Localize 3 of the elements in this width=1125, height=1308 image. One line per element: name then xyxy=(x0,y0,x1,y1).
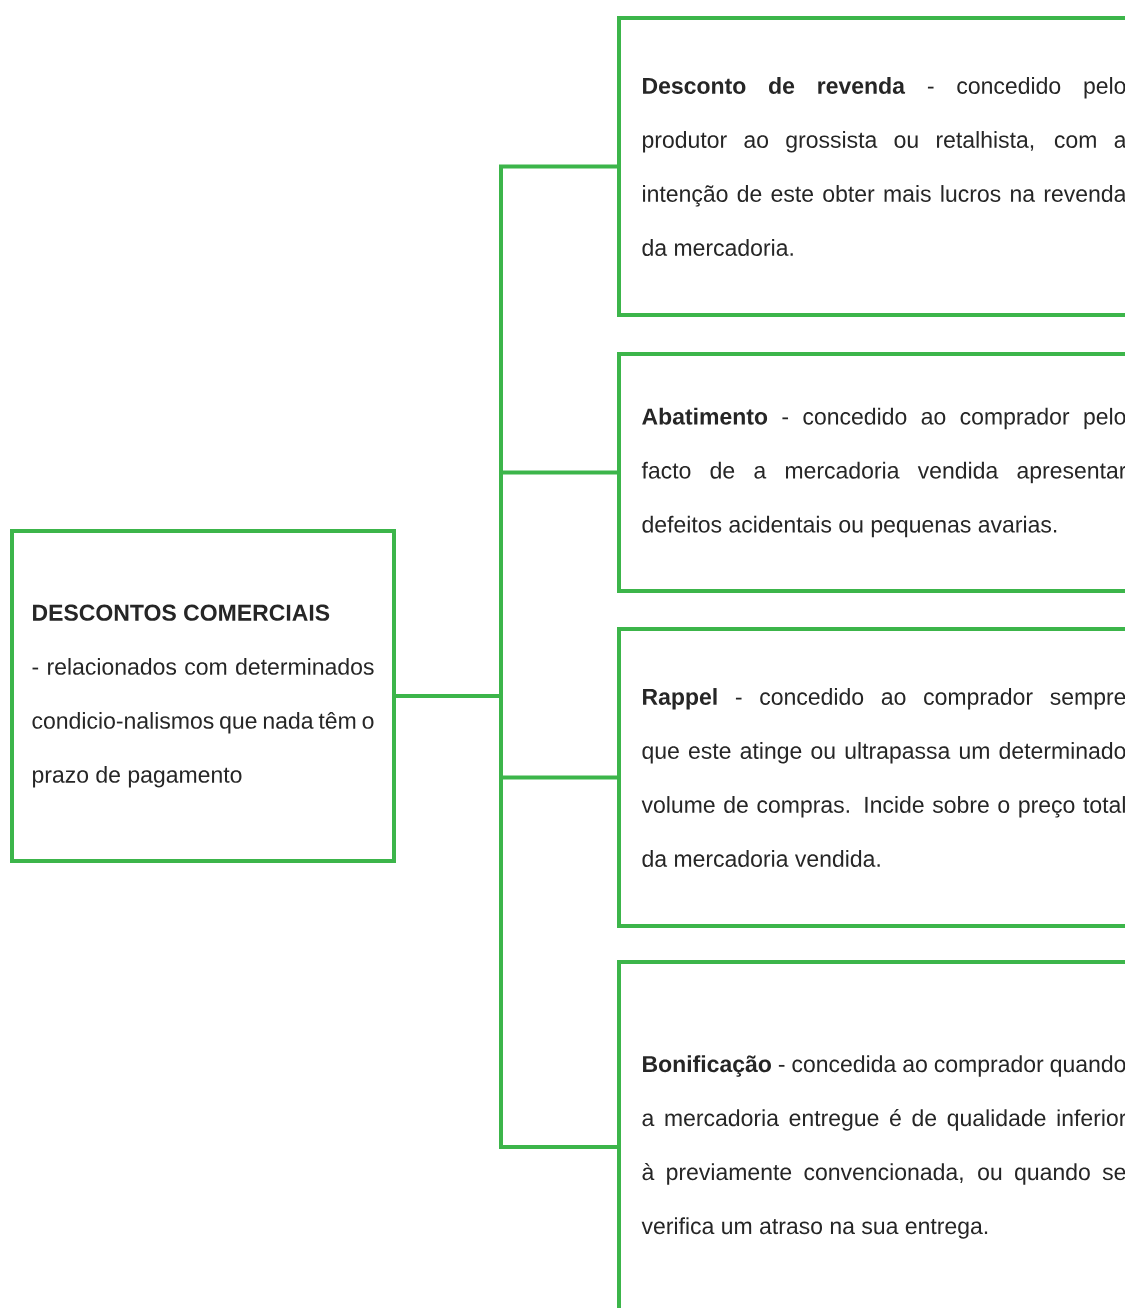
text-box: Rappel - concedido ao comprador sempre que este atinge ou ultrapassa um determinado volume de compras. Incide sobre o preço total da mercadoria vendida. xyxy=(617,627,1125,928)
connector-line xyxy=(396,694,617,1149)
text-box: DESCONTOS COMERCIAIS - relacionados com determinados condicio-nalismos que nada têm o prazo de pagamento xyxy=(10,529,396,863)
